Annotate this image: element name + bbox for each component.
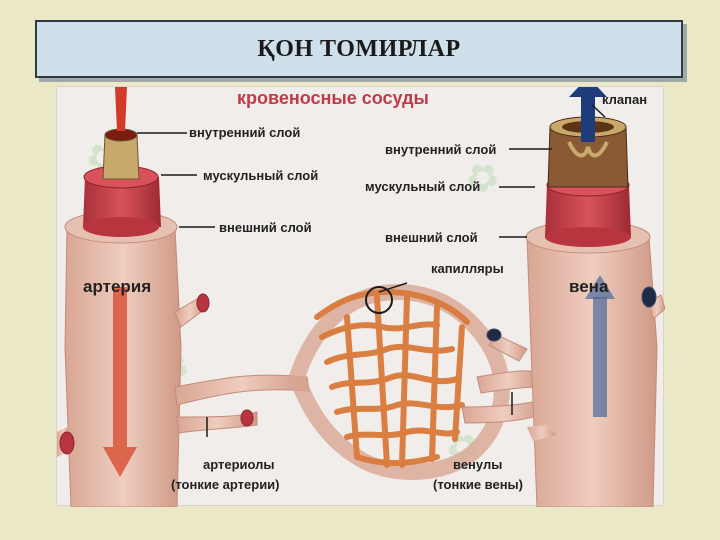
artery-label: артерия: [83, 277, 151, 296]
blood-vessels-figure: ✿ ✿ ✿ ✿: [56, 86, 664, 506]
capillary-network: [297, 287, 502, 472]
vein-muscle-layer-label: мускульный слой: [365, 179, 480, 194]
slide-title: ҚОН ТОМИРЛАР: [257, 36, 460, 63]
artery-outer-layer-label: внешний слой: [219, 220, 312, 235]
artery-muscle-layer-label: мускульный слой: [203, 168, 318, 183]
arterioles-note: (тонкие артерии): [171, 477, 280, 492]
capillaries-label: капилляры: [431, 261, 504, 276]
svg-text:✿: ✿: [457, 150, 508, 204]
valve-label: клапан: [602, 92, 647, 107]
blood-vessels-illustration: ✿ ✿ ✿ ✿: [57, 87, 665, 507]
slide-title-box: ҚОН ТОМИРЛАР: [35, 20, 683, 78]
arterioles-label: артериолы: [203, 457, 275, 472]
venules-label: венулы: [453, 457, 502, 472]
artery-inner-layer-label: внутренний слой: [189, 125, 300, 140]
venules-note: (тонкие вены): [433, 477, 523, 492]
vein-inner-layer-label: внутренний слой: [385, 142, 496, 157]
vein-outer-layer-label: внешний слой: [385, 230, 478, 245]
figure-heading: кровеносные сосуды: [237, 88, 429, 108]
vein-label: вена: [569, 277, 609, 296]
